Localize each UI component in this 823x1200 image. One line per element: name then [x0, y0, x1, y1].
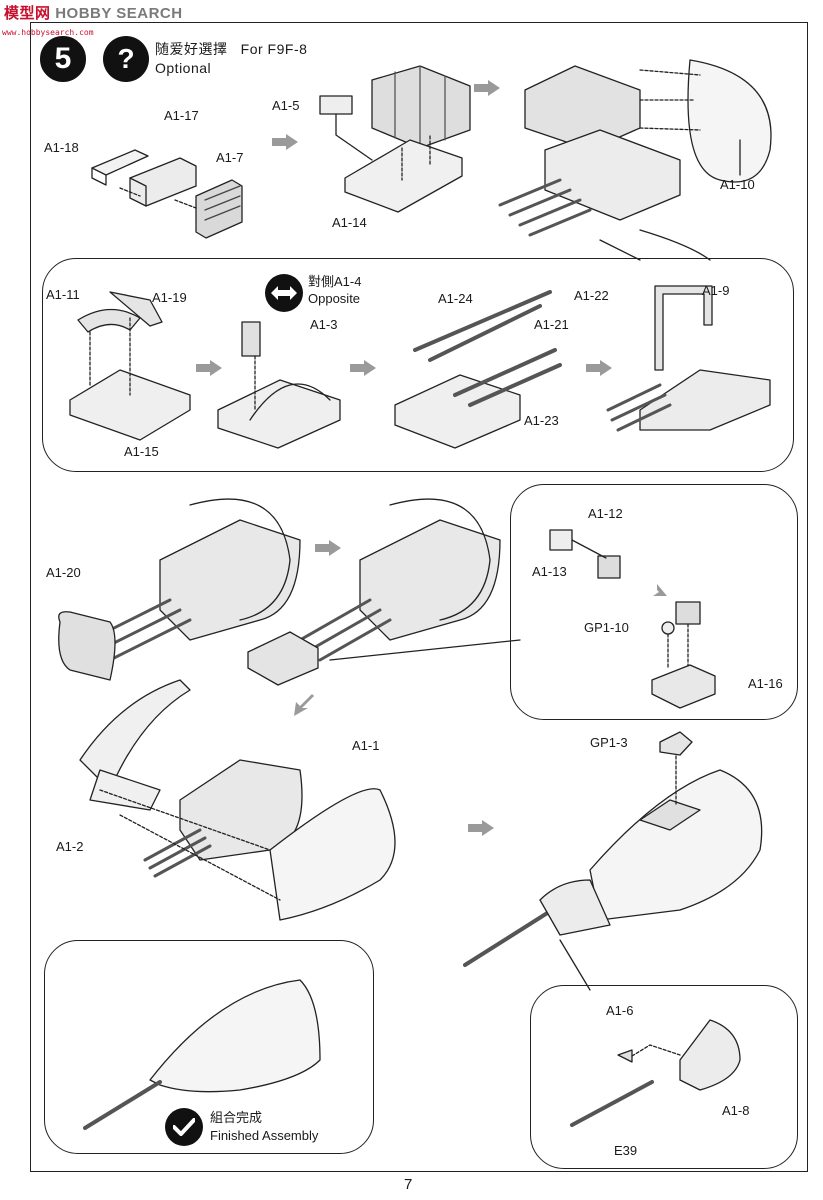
- part-label-a1-12: A1-12: [588, 506, 623, 521]
- part-label-a1-1: A1-1: [352, 738, 380, 753]
- part-a1-6-shape: [617, 1049, 633, 1063]
- gun-mount-shape: [247, 631, 319, 686]
- part-a1-1-shape: [269, 788, 396, 921]
- page-frame: [30, 22, 808, 1172]
- part-label-e39: E39: [614, 1143, 638, 1158]
- part-label-gp1-10: GP1-10: [584, 620, 629, 635]
- part-label-a1-15: A1-15: [124, 444, 159, 459]
- finished-nose-shape: [149, 979, 321, 1093]
- part-gp1-10-shape: [661, 621, 675, 635]
- page-number: 7: [404, 1176, 413, 1193]
- finished-assembly-label: 組合完成 Finished Assembly: [210, 1111, 319, 1143]
- watermark-url: www.hobbysearch.com: [2, 28, 94, 37]
- part-label-a1-3: A1-3: [310, 317, 338, 332]
- part-label-a1-5: A1-5: [272, 98, 300, 113]
- part-label-gp1-3: GP1-3: [590, 735, 628, 750]
- step-arrow-icon: [474, 80, 500, 96]
- gun-pack-right-shape: [359, 519, 501, 641]
- part-a1-9-shape: [654, 285, 713, 371]
- part-a1-10-shape: [687, 59, 772, 183]
- watermark-logo: 模型网 HOBBY SEARCH: [4, 4, 183, 22]
- step-arrow-icon: [196, 360, 222, 376]
- part-label-a1-21: A1-21: [534, 317, 569, 332]
- part-label-a1-19: A1-19: [152, 290, 187, 305]
- step-arrow-icon-diagonal: [294, 694, 314, 716]
- optional-question-icon: ?: [103, 36, 149, 82]
- part-a1-17-shape: [129, 157, 197, 207]
- part-label-a1-11: A1-11: [46, 287, 80, 302]
- part-a1-11-shape: [77, 308, 141, 333]
- step-arrow-icon: [315, 540, 341, 556]
- part-a1-3-shape: [241, 321, 261, 357]
- part-a1-14-shape: [344, 139, 463, 213]
- part-label-a1-8: A1-8: [722, 1103, 750, 1118]
- part-label-a1-18: A1-18: [44, 140, 79, 155]
- part-a1-13-shape: [549, 529, 573, 551]
- opposite-arrows-icon: [265, 274, 303, 312]
- step-arrow-icon: [586, 360, 612, 376]
- gp-block-shape: [675, 601, 701, 625]
- part-a1-7-shape: [195, 179, 243, 239]
- part-label-a1-7: A1-7: [216, 150, 244, 165]
- sub-assembly-panel-nose: [530, 985, 798, 1169]
- part-label-a1-17: A1-17: [164, 108, 199, 123]
- part-a1-16-shape: [651, 664, 716, 709]
- sub-assembly-panel-mount: [510, 484, 798, 720]
- gun-assembly-shape: [639, 369, 771, 431]
- part-label-a1-20: A1-20: [46, 565, 81, 580]
- checkmark-icon: [165, 1108, 203, 1146]
- gun-base-shape: [394, 374, 521, 449]
- part-label-a1-2: A1-2: [56, 839, 84, 854]
- part-a1-20-shape: [58, 611, 116, 681]
- step-arrow-icon: [468, 820, 494, 836]
- nose-cone-shape: [589, 769, 763, 921]
- part-a1-5-shape: [319, 95, 353, 115]
- step-number-badge: 5: [40, 36, 86, 82]
- part-label-a1-16: A1-16: [748, 676, 783, 691]
- part-label-a1-6: A1-6: [606, 1003, 634, 1018]
- part-label-a1-24: A1-24: [438, 291, 473, 306]
- part-a1-8-shape: [679, 1019, 741, 1091]
- part-label-a1-9: A1-9: [702, 283, 730, 298]
- part-a1-12-shape: [597, 555, 621, 579]
- step-arrow-icon: [350, 360, 376, 376]
- part-e39-shape: [570, 1080, 654, 1127]
- finished-assembly-panel: [44, 940, 374, 1154]
- part-label-a1-23: A1-23: [524, 413, 559, 428]
- opposite-note: 對側A1-4 Opposite: [308, 274, 362, 306]
- part-label-a1-14: A1-14: [332, 215, 367, 230]
- part-a1-2-shape: [79, 679, 191, 791]
- part-a1-19-shape: [109, 291, 163, 327]
- step-heading: 随爱好選擇 For F9F-8 Optional: [155, 41, 308, 76]
- part-label-a1-10: A1-10: [720, 177, 755, 192]
- sub-assembly-panel-guns: [42, 258, 794, 472]
- step-arrow-icon: [272, 134, 298, 150]
- part-a1-18-shape: [91, 149, 149, 176]
- ammo-box-shape: [371, 65, 471, 149]
- gun-bay-shape: [544, 129, 681, 221]
- gun-tray-shape: [217, 379, 341, 449]
- part-label-a1-13: A1-13: [532, 564, 567, 579]
- gun-pack-left-shape: [159, 519, 301, 641]
- step-arrow-icon-diagonal: [647, 580, 667, 596]
- part-gp1-3-shape: [659, 731, 693, 756]
- part-a1-15-shape: [69, 369, 191, 441]
- part-label-a1-22: A1-22: [574, 288, 609, 303]
